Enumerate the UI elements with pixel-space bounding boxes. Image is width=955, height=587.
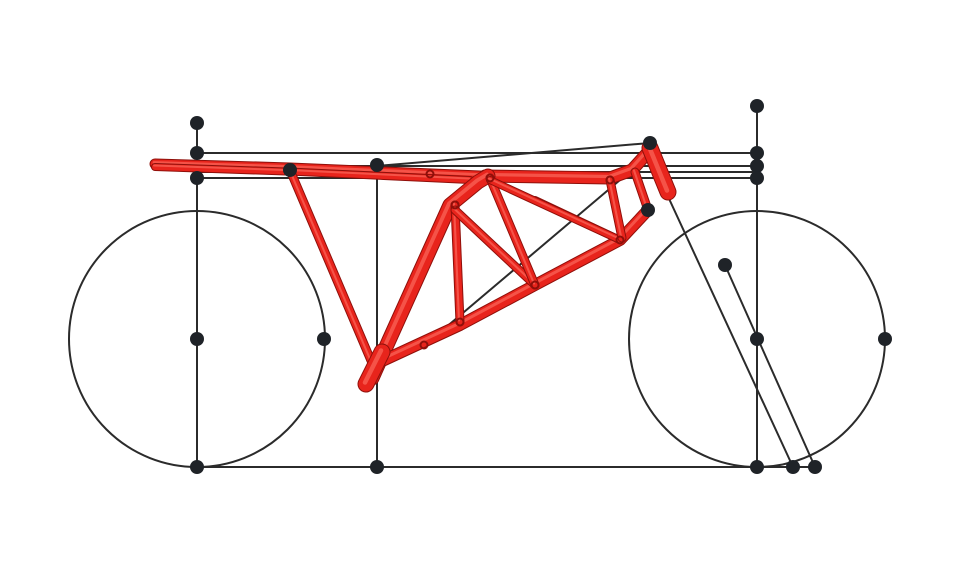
front-seat-handle[interactable] <box>750 146 764 160</box>
brace-5[interactable] <box>486 176 624 244</box>
tail-rail-right-body <box>152 164 473 183</box>
brace-2-highlight <box>452 207 536 285</box>
tail-rail-right[interactable] <box>151 163 474 184</box>
swingarm-pivot-tube-highlight <box>362 348 384 385</box>
head-lower-handle[interactable] <box>641 203 655 217</box>
rear-ground-handle[interactable] <box>190 460 204 474</box>
rear-top-handle[interactable] <box>190 116 204 130</box>
top-tube[interactable] <box>478 143 657 185</box>
trail-handle[interactable] <box>786 460 800 474</box>
swingarm-pivot-tube[interactable] <box>357 343 391 393</box>
steering-axis-line <box>664 189 794 468</box>
guide-lines <box>196 105 816 468</box>
head-tube-highlight <box>646 144 670 193</box>
brace-3[interactable] <box>485 173 540 290</box>
rear-seat-handle[interactable] <box>190 146 204 160</box>
fork-offset-line <box>724 264 816 468</box>
front-ref-handle[interactable] <box>750 159 764 173</box>
tube-joint-ring <box>615 235 625 245</box>
front-top-handle[interactable] <box>750 99 764 113</box>
rear-wheel-edge-handle[interactable] <box>317 332 331 346</box>
rear-axle-handle[interactable] <box>190 332 204 346</box>
fork-top-handle[interactable] <box>718 258 732 272</box>
rear-tank-handle[interactable] <box>190 171 204 185</box>
tube-joint-ring <box>530 280 540 290</box>
tube-frame[interactable] <box>149 139 677 393</box>
offset-ground-handle[interactable] <box>808 460 822 474</box>
head-brace-highlight <box>632 169 649 210</box>
brace-5-highlight <box>488 177 620 240</box>
brace-1-highlight <box>452 202 461 322</box>
seat-handle[interactable] <box>370 158 384 172</box>
head-tube[interactable] <box>641 139 677 201</box>
brace-2[interactable] <box>450 205 540 290</box>
front-tank-handle[interactable] <box>750 171 764 185</box>
down-tube-rear-highlight <box>369 172 489 379</box>
tube-joint-ring <box>455 317 465 327</box>
tube-joint-ring <box>419 340 429 350</box>
swingarm-pivot-ground-handle[interactable] <box>370 460 384 474</box>
down-tube-rear-body <box>365 169 495 385</box>
tube-joint-ring <box>450 200 460 210</box>
tube-joint-ring <box>485 173 495 183</box>
brace-1[interactable] <box>450 200 465 327</box>
tube-joint-ring <box>605 175 615 185</box>
head-top-handle[interactable] <box>643 136 657 150</box>
seat-stay[interactable] <box>285 165 380 375</box>
control-handles[interactable] <box>190 99 892 474</box>
brace-6-highlight <box>607 177 623 238</box>
seat-to-head-line <box>376 142 651 167</box>
brace-3-highlight <box>487 175 536 285</box>
brace-6[interactable] <box>605 175 627 243</box>
tube-joint-ring <box>425 169 435 179</box>
seat-stay-highlight <box>287 167 376 370</box>
top-tube-highlight <box>482 146 651 179</box>
front-axle-handle[interactable] <box>750 332 764 346</box>
front-ground-handle[interactable] <box>750 460 764 474</box>
subframe-handle[interactable] <box>283 163 297 177</box>
tail-rail-right-highlight <box>153 164 470 180</box>
front-wheel-edge-handle[interactable] <box>878 332 892 346</box>
down-tube-rear[interactable] <box>364 168 496 386</box>
